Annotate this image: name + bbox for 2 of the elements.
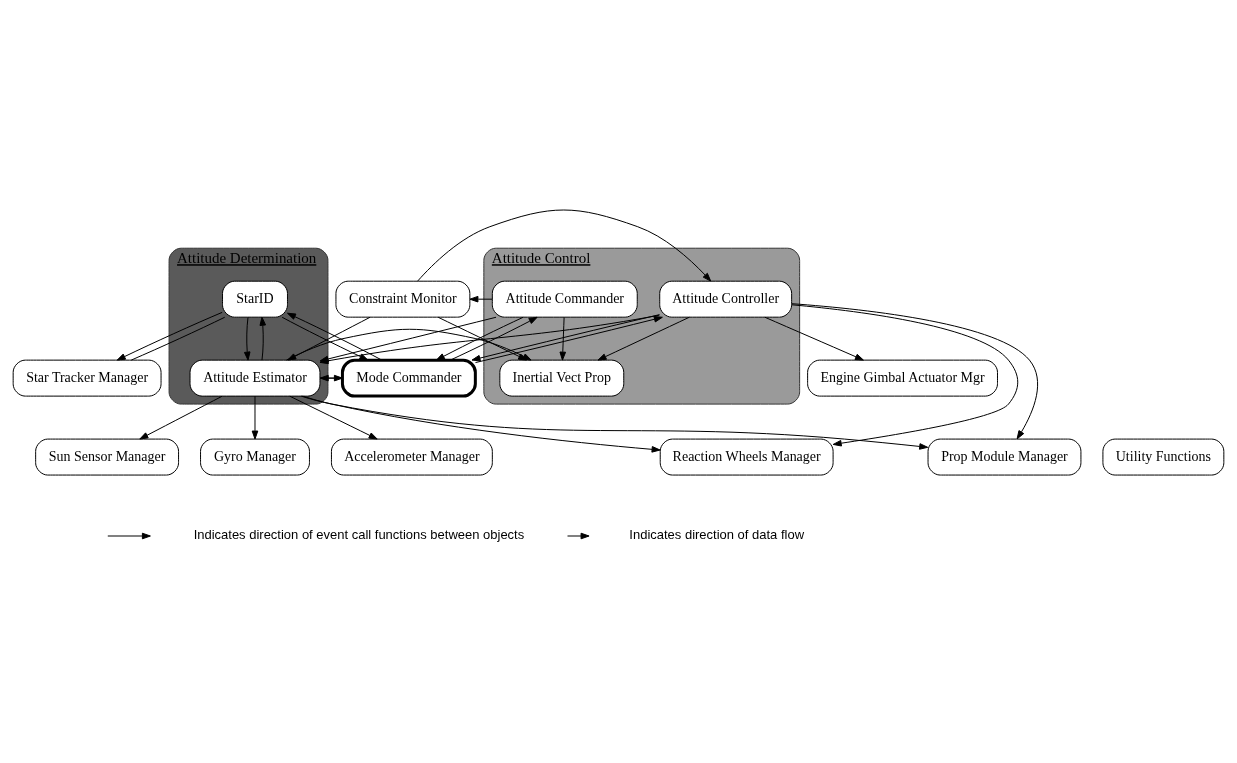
legend-label: Indicates direction of data flow	[629, 526, 805, 542]
legend-label: Indicates direction of event call functions between objects	[193, 526, 525, 542]
